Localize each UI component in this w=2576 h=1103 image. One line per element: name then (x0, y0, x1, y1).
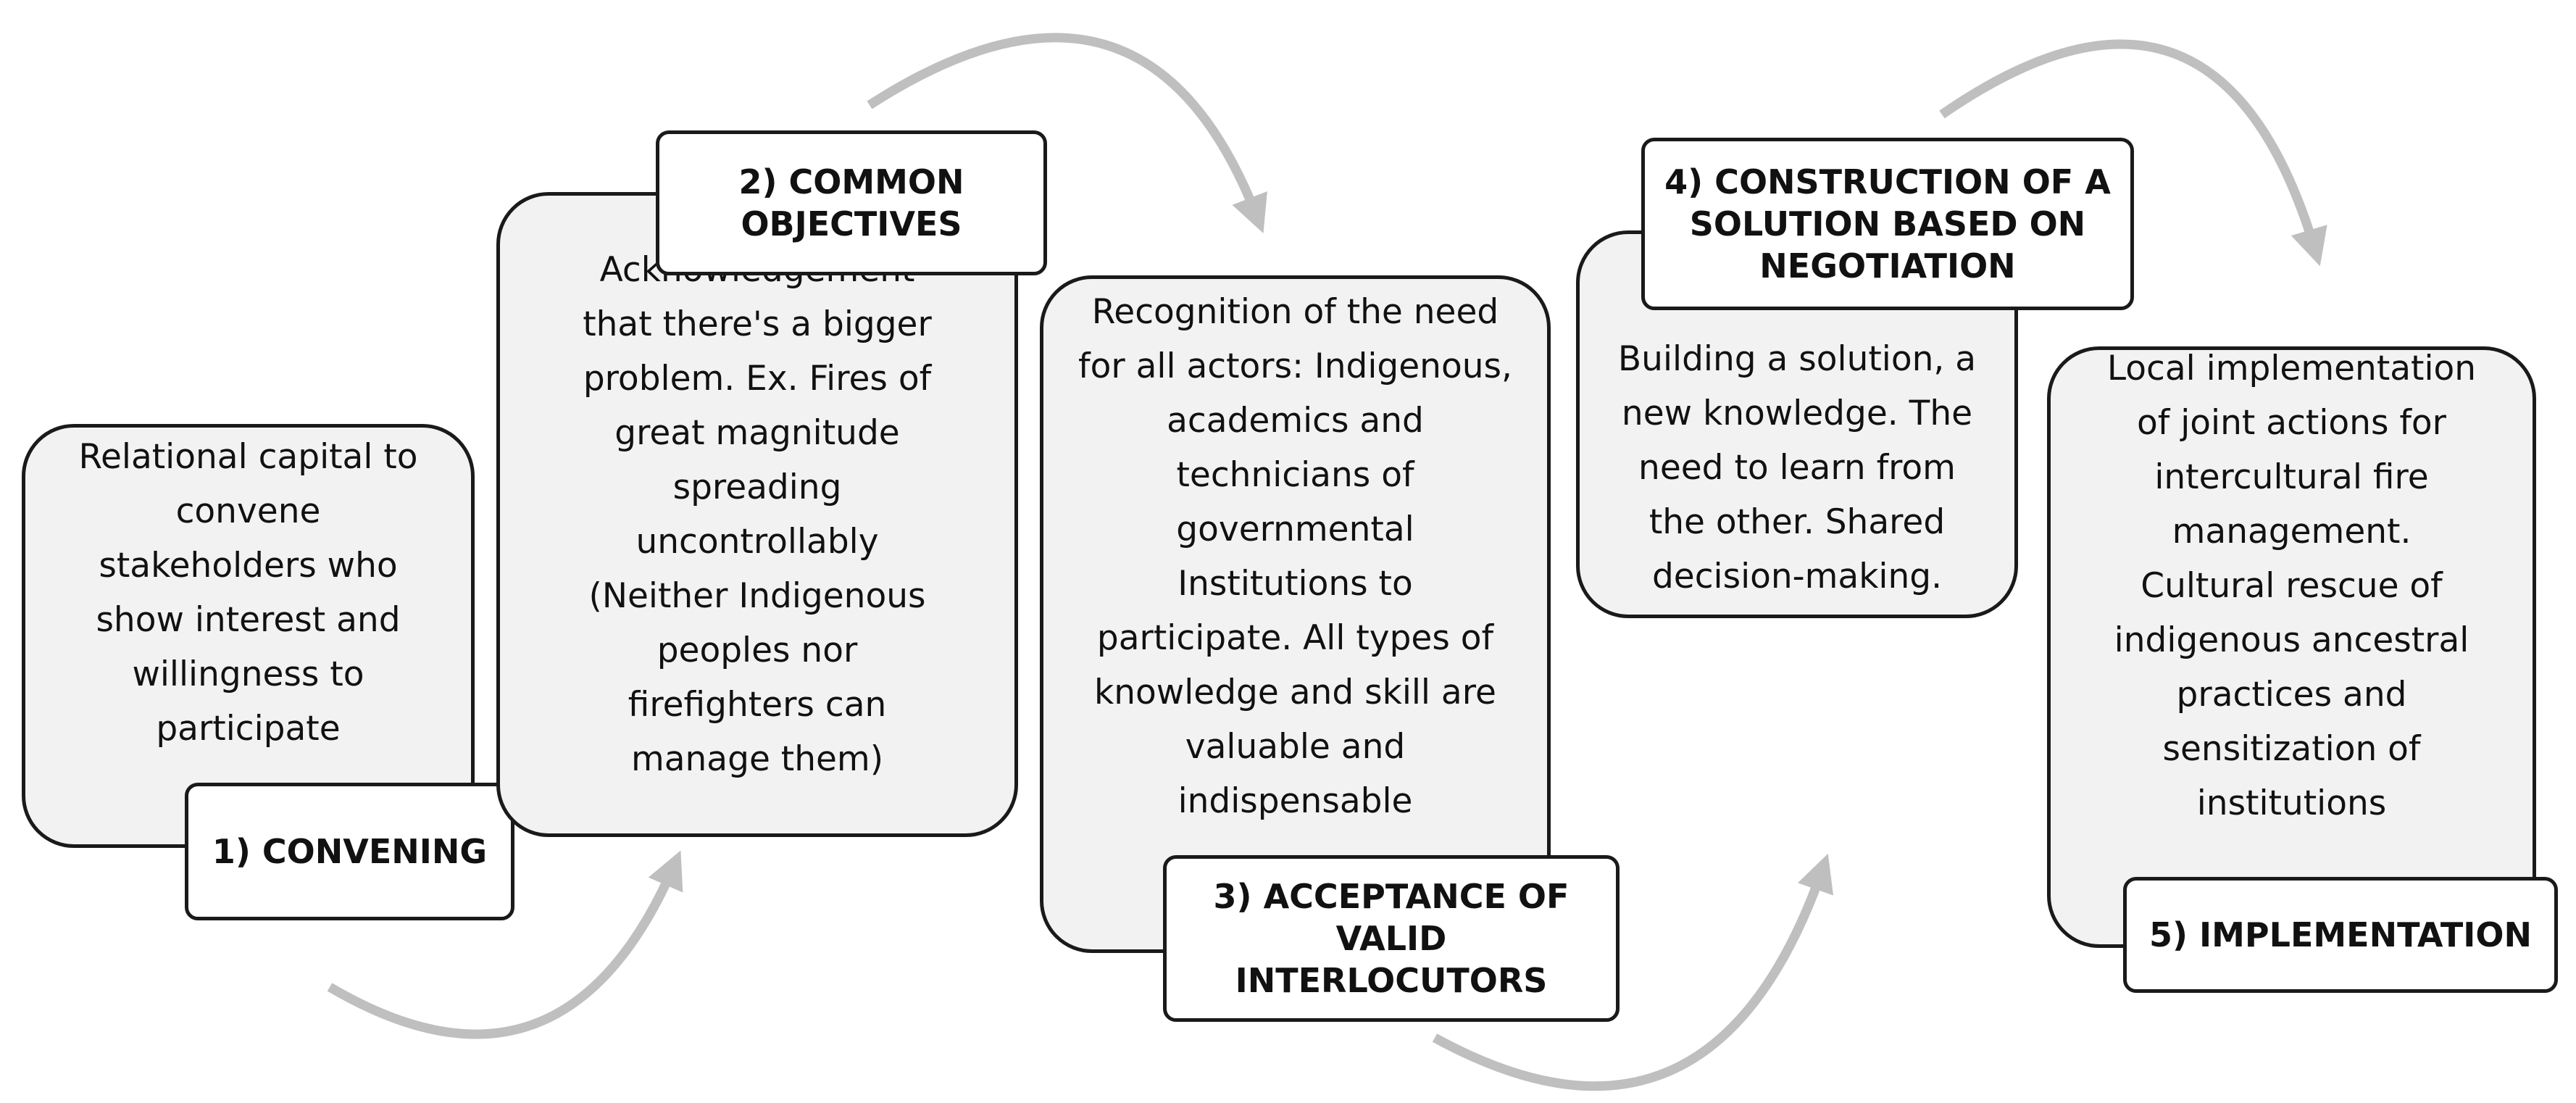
step-1-description-box: Relational capital to convene stakeholde… (22, 424, 475, 848)
step-2-label-box: 2) COMMON OBJECTIVES (656, 130, 1047, 275)
step-5-label: 5) IMPLEMENTATION (2148, 915, 2532, 954)
step-1-description: Relational capital to convene stakeholde… (78, 436, 418, 749)
step-1-label: 1) CONVENING (212, 832, 488, 871)
step-5-description: Local implementation of joint actions fo… (2106, 348, 2477, 823)
step-4-label-box: 4) CONSTRUCTION OF A SOLUTION BASED ON N… (1641, 138, 2134, 310)
step-3-description: Recognition of the need for all actors: … (1078, 291, 1512, 821)
arrow-2-to-3 (867, 33, 1267, 233)
arrow-4-to-5 (1939, 39, 2327, 267)
step-3-label-box: 3) ACCEPTANCE OF VALID INTERLOCUTORS (1163, 855, 1620, 1022)
step-1-label-box: 1) CONVENING (185, 783, 514, 920)
step-2-description-box: Acknowledgement that there's a bigger pr… (496, 192, 1018, 837)
step-2-description: Acknowledgement that there's a bigger pr… (583, 250, 932, 779)
arrow-3-to-4 (1432, 853, 1834, 1091)
step-4-label: 4) CONSTRUCTION OF A SOLUTION BASED ON N… (1664, 162, 2111, 286)
arrow-1-to-2 (327, 850, 683, 1039)
step-3-description-box: Recognition of the need for all actors: … (1040, 275, 1551, 953)
step-5-label-box: 5) IMPLEMENTATION (2123, 877, 2558, 993)
step-4-description: Building a solution, a new knowledge. Th… (1617, 339, 1977, 596)
step-2-label: 2) COMMON OBJECTIVES (738, 162, 964, 244)
step-5-description-box: Local implementation of joint actions fo… (2047, 346, 2536, 948)
step-3-label: 3) ACCEPTANCE OF VALID INTERLOCUTORS (1213, 877, 1570, 1000)
